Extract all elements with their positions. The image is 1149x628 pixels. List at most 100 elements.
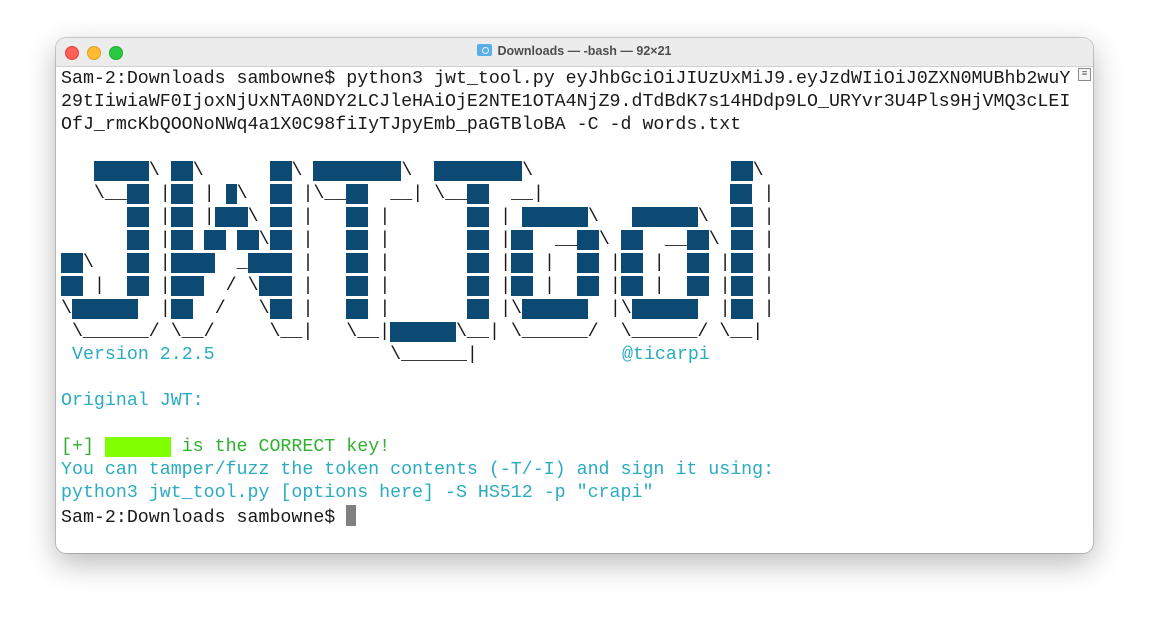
- logo-block: [467, 299, 479, 319]
- logo-block: [346, 184, 358, 204]
- logo-block: [697, 253, 709, 273]
- logo-block: [225, 184, 237, 204]
- logo-block: [82, 299, 94, 319]
- logo-block: [137, 276, 149, 296]
- logo-block: [225, 207, 237, 227]
- command-line-2: 29tIiwiaWF0IjoxNjUxNTA0NDY2LCJleHAiOjE2N…: [61, 92, 1071, 112]
- logo-block: [565, 207, 577, 227]
- logo-block: [675, 299, 687, 319]
- logo-block: [631, 253, 643, 273]
- logo-block: [412, 322, 424, 342]
- logo-block: [247, 253, 259, 273]
- logo-block: [192, 253, 204, 273]
- logo-block: [170, 161, 182, 181]
- logo-block: [478, 230, 490, 250]
- cursor: [346, 505, 357, 526]
- logo-block: [181, 161, 193, 181]
- scrollbar-marker-icon[interactable]: ≡: [1078, 68, 1091, 81]
- logo-block: [269, 184, 281, 204]
- logo-block: [280, 230, 292, 250]
- logo-block: [269, 230, 281, 250]
- logo-block: [511, 230, 523, 250]
- redacted-key: [104, 437, 171, 457]
- prompt-line[interactable]: Sam-2:Downloads sambowne$: [61, 505, 1075, 528]
- logo-block: [642, 299, 654, 319]
- logo-block: [489, 161, 501, 181]
- logo-block: [357, 299, 369, 319]
- tamper-hint: You can tamper/fuzz the token contents (…: [61, 460, 775, 480]
- logo-block: [741, 230, 753, 250]
- logo-block: [170, 207, 182, 227]
- logo-block: [357, 207, 369, 227]
- terminal-output[interactable]: Sam-2:Downloads sambowne$ python3 jwt_to…: [61, 68, 1075, 528]
- logo-block: [522, 276, 534, 296]
- logo-block: [730, 299, 742, 319]
- logo-block: [236, 230, 248, 250]
- logo-block: [137, 207, 149, 227]
- logo-row: | | \ | | | \ \ |: [61, 206, 1075, 229]
- logo-block: [170, 230, 182, 250]
- logo-block: [280, 184, 292, 204]
- logo-block: [61, 253, 72, 273]
- close-button[interactable]: [65, 46, 79, 60]
- logo-block: [675, 207, 687, 227]
- zoom-button[interactable]: [109, 46, 123, 60]
- logo-block: [467, 230, 479, 250]
- logo-block: [401, 322, 413, 342]
- logo-block: [126, 184, 138, 204]
- logo-block: [313, 161, 325, 181]
- logo-block: [61, 276, 72, 296]
- logo-block: [181, 299, 193, 319]
- logo-block: [126, 207, 138, 227]
- logo-block: [522, 299, 533, 319]
- minimize-button[interactable]: [87, 46, 101, 60]
- logo-block: [137, 230, 149, 250]
- logo-block: [346, 207, 358, 227]
- window-title: Downloads — -bash — 92×21: [56, 44, 1093, 58]
- window-title-text: Downloads — -bash — 92×21: [497, 44, 672, 58]
- logo-block: [620, 253, 632, 273]
- logo-row: \ \ \ \ \ \: [61, 160, 1075, 183]
- title-bar: Downloads — -bash — 92×21: [56, 38, 1093, 67]
- logo-block: [478, 299, 490, 319]
- version-text: Version 2.2.5: [72, 345, 215, 365]
- logo-block: [357, 184, 369, 204]
- logo-block: [467, 207, 479, 227]
- logo-block: [269, 276, 281, 296]
- logo-block: [137, 161, 149, 181]
- logo-block: [631, 207, 643, 227]
- logo-row: \______|: [61, 345, 478, 365]
- logo-block: [741, 207, 753, 227]
- logo-block: [181, 253, 193, 273]
- logo-block: [631, 230, 643, 250]
- author-text: @ticarpi: [622, 345, 710, 365]
- logo-block: [93, 161, 105, 181]
- correct-key-line: [+] is the CORRECT key!: [61, 437, 391, 457]
- logo-block: [511, 161, 523, 181]
- logo-block: [445, 322, 457, 342]
- logo-block: [741, 253, 753, 273]
- logo-block: [456, 161, 468, 181]
- logo-block: [730, 207, 742, 227]
- folder-icon: [477, 44, 493, 56]
- logo-block: [137, 184, 149, 204]
- logo-block: [390, 322, 402, 342]
- logo-block: [280, 207, 292, 227]
- logo-block: [631, 299, 643, 319]
- logo-row: | \ | | | __ \ __ \ |: [61, 229, 1075, 252]
- logo-row: \ | / \ | | |\ |\ | |: [61, 299, 775, 319]
- logo-block: [335, 161, 347, 181]
- logo-block: [730, 276, 742, 296]
- logo-block: [357, 161, 369, 181]
- logo-block: [434, 161, 446, 181]
- logo-block: [511, 253, 523, 273]
- logo-block: [247, 230, 259, 250]
- logo-block: [522, 230, 534, 250]
- logo-block: [346, 230, 358, 250]
- logo-block: [445, 161, 457, 181]
- logo-block: [478, 207, 490, 227]
- logo-block: [280, 299, 292, 319]
- logo-block: [653, 299, 665, 319]
- logo-block: [533, 207, 544, 227]
- command-line-3: OfJ_rmcKbQOONoNWq4a1X0C98fiIyTJpyEmb_paG…: [61, 115, 742, 135]
